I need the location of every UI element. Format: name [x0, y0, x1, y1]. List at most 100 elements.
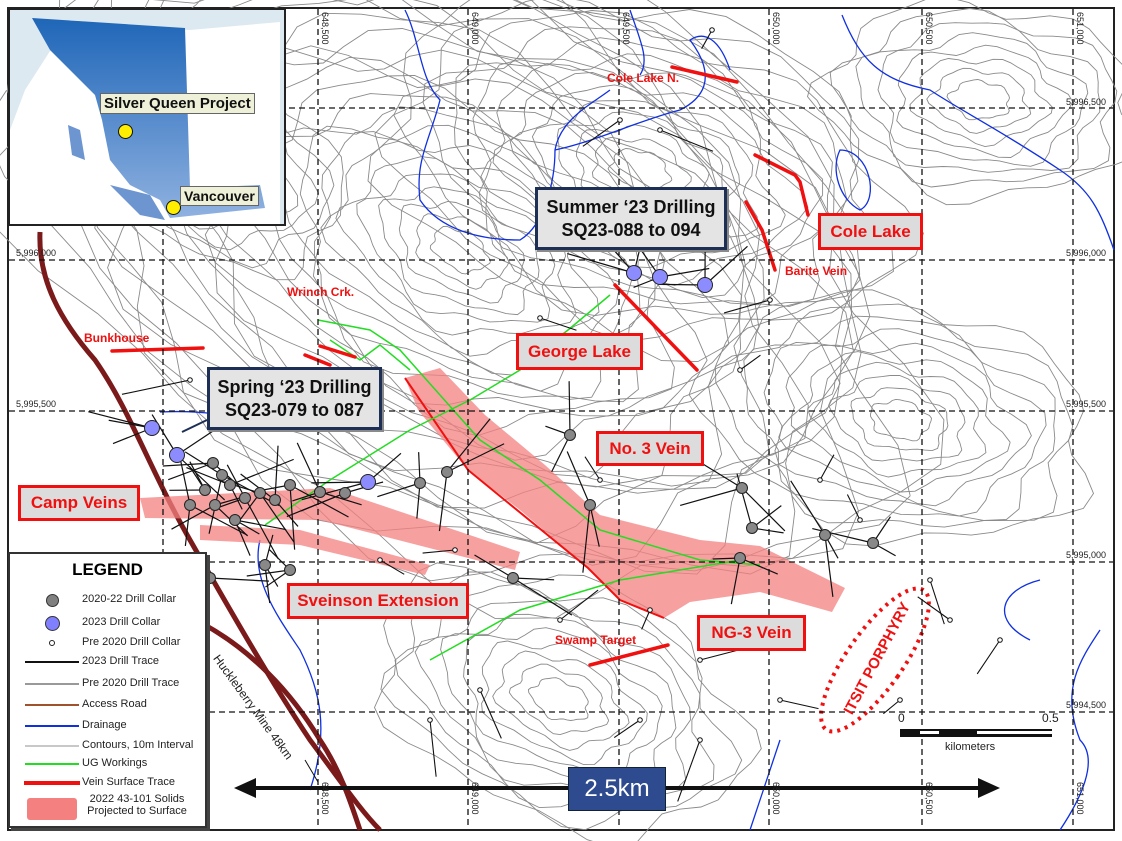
drill-collar-2020-22-icon: [239, 492, 251, 504]
drill-collar-2020-22-icon: [199, 484, 211, 496]
drill-trace: [917, 596, 951, 621]
vein-label-ng3: NG-3 Vein: [697, 615, 806, 651]
drill-trace: [584, 456, 601, 481]
pre2020-collar-icon: [927, 577, 933, 583]
legend-item: Pre 2020 Drill Collar: [10, 635, 205, 651]
legend-label: UG Workings: [82, 757, 148, 769]
northing-label-left: 5,996,000: [16, 248, 57, 258]
contour-line: [422, 26, 848, 307]
project-marker-icon: [118, 124, 133, 139]
easting-label-top: 648,500: [320, 12, 330, 45]
contour-line: [896, 44, 1074, 158]
drill-collar-2020-22-icon: [224, 479, 236, 491]
drill-trace: [240, 473, 276, 501]
old-trace-icon: [24, 676, 80, 692]
label-cole-lake-n: Cole Lake N.: [607, 71, 680, 85]
northing-label-right: 5,996,500: [1066, 97, 1107, 107]
drill-collar-2020-22-icon: [867, 537, 879, 549]
vein-label-george-lake: George Lake: [516, 333, 643, 370]
drill-trace: [641, 609, 651, 630]
drill-trace: [704, 245, 748, 286]
drill-trace: [171, 504, 216, 530]
drill-collar-2020-22-icon: [229, 514, 241, 526]
ug-working: [429, 559, 741, 661]
vein-label-camp: Camp Veins: [18, 485, 140, 521]
drill-trace: [659, 129, 714, 152]
drill-trace: [289, 484, 296, 550]
drill-trace: [234, 519, 251, 556]
legend-label: 2023 Drill Trace: [82, 655, 160, 667]
drill-trace: [512, 577, 573, 616]
drill-trace: [168, 462, 214, 481]
drill-trace: [184, 504, 191, 546]
drill-trace: [582, 119, 621, 147]
drill-trace-icon: [24, 654, 80, 670]
label-wrinch-crk: Wrinch Crk.: [287, 285, 355, 299]
drill-trace: [790, 480, 826, 536]
drill-trace: [301, 481, 369, 501]
contour-line: [367, 0, 924, 363]
pre2020-collar-icon: [637, 717, 643, 723]
contour-line: [926, 67, 1032, 134]
huckleberry-arrow: [304, 759, 319, 783]
drill-trace: [234, 519, 287, 531]
legend-item: Drainage: [10, 718, 205, 734]
drill-collar-2020-22-icon: [209, 499, 221, 511]
contour-line: [374, 562, 762, 841]
contour-line: [492, 71, 786, 269]
legend-label: Pre 2020 Drill Trace: [82, 677, 180, 689]
drill-trace: [209, 577, 269, 582]
drill-trace: [479, 689, 502, 739]
drill-trace: [679, 487, 743, 507]
drill-trace: [289, 484, 349, 518]
drill-trace: [229, 458, 294, 486]
drill-trace: [702, 463, 743, 489]
pre2020-collar-icon: [377, 557, 383, 563]
contour-line: [398, 200, 525, 304]
vein-trace-bunkhouse: [110, 346, 205, 353]
drill-trace: [613, 719, 641, 738]
drill-trace: [429, 719, 437, 777]
drill-trace: [929, 579, 945, 625]
drill-collar-2023-icon: [169, 447, 185, 463]
ug-working: [329, 339, 411, 371]
drill-trace: [422, 549, 456, 554]
easting-label-top: 649,500: [621, 12, 631, 45]
vein-label-sveinson: Sveinson Extension: [287, 583, 469, 619]
pre2020-collar-icon: [537, 315, 543, 321]
drill-trace: [264, 564, 271, 604]
legend-item: Contours, 10m Interval: [10, 738, 205, 754]
legend-item: UG Workings: [10, 756, 205, 772]
drainage-line: [841, 14, 1115, 251]
easting-label-bottom: 650,000: [771, 782, 781, 815]
legend-item: 2022 43-101 Solids Projected to Surface: [10, 792, 205, 826]
pre2020-collar-icon: [452, 547, 458, 553]
drill-trace: [559, 589, 599, 621]
pre2020-collar-icon: [857, 517, 863, 523]
contour-line: [415, 213, 510, 290]
summer-drilling-callout: Summer ‘23 Drilling SQ23-088 to 094: [535, 187, 727, 250]
drill-trace: [189, 504, 248, 536]
drill-trace: [286, 492, 346, 518]
northing-label-right: 5,995,000: [1066, 550, 1107, 560]
drill-trace: [438, 471, 448, 532]
drill-trace: [723, 299, 771, 314]
gray-collar-icon: [24, 592, 80, 608]
contour-line: [743, 315, 1056, 521]
pre2020-collar-icon: [777, 697, 783, 703]
legend-item: 2020-22 Drill Collar: [10, 592, 205, 608]
drill-trace: [582, 504, 591, 573]
contour-line: [877, 32, 1089, 167]
vein-trace-george: [613, 283, 699, 372]
pre2020-collar-icon: [737, 367, 743, 373]
drainage-line: [679, 35, 731, 111]
pre2020-collar-icon: [697, 657, 703, 663]
scale-bar: [900, 729, 1052, 737]
northing-label-right: 5,994,500: [1066, 700, 1107, 710]
summer-callout-holes: SQ23-088 to 094: [561, 219, 701, 240]
drill-collar-2023-icon: [144, 420, 160, 436]
drainage-line: [404, 9, 611, 241]
drainage-line: [1059, 629, 1101, 831]
contour-line: [807, 0, 1122, 206]
drill-collar-2023-icon: [360, 474, 376, 490]
